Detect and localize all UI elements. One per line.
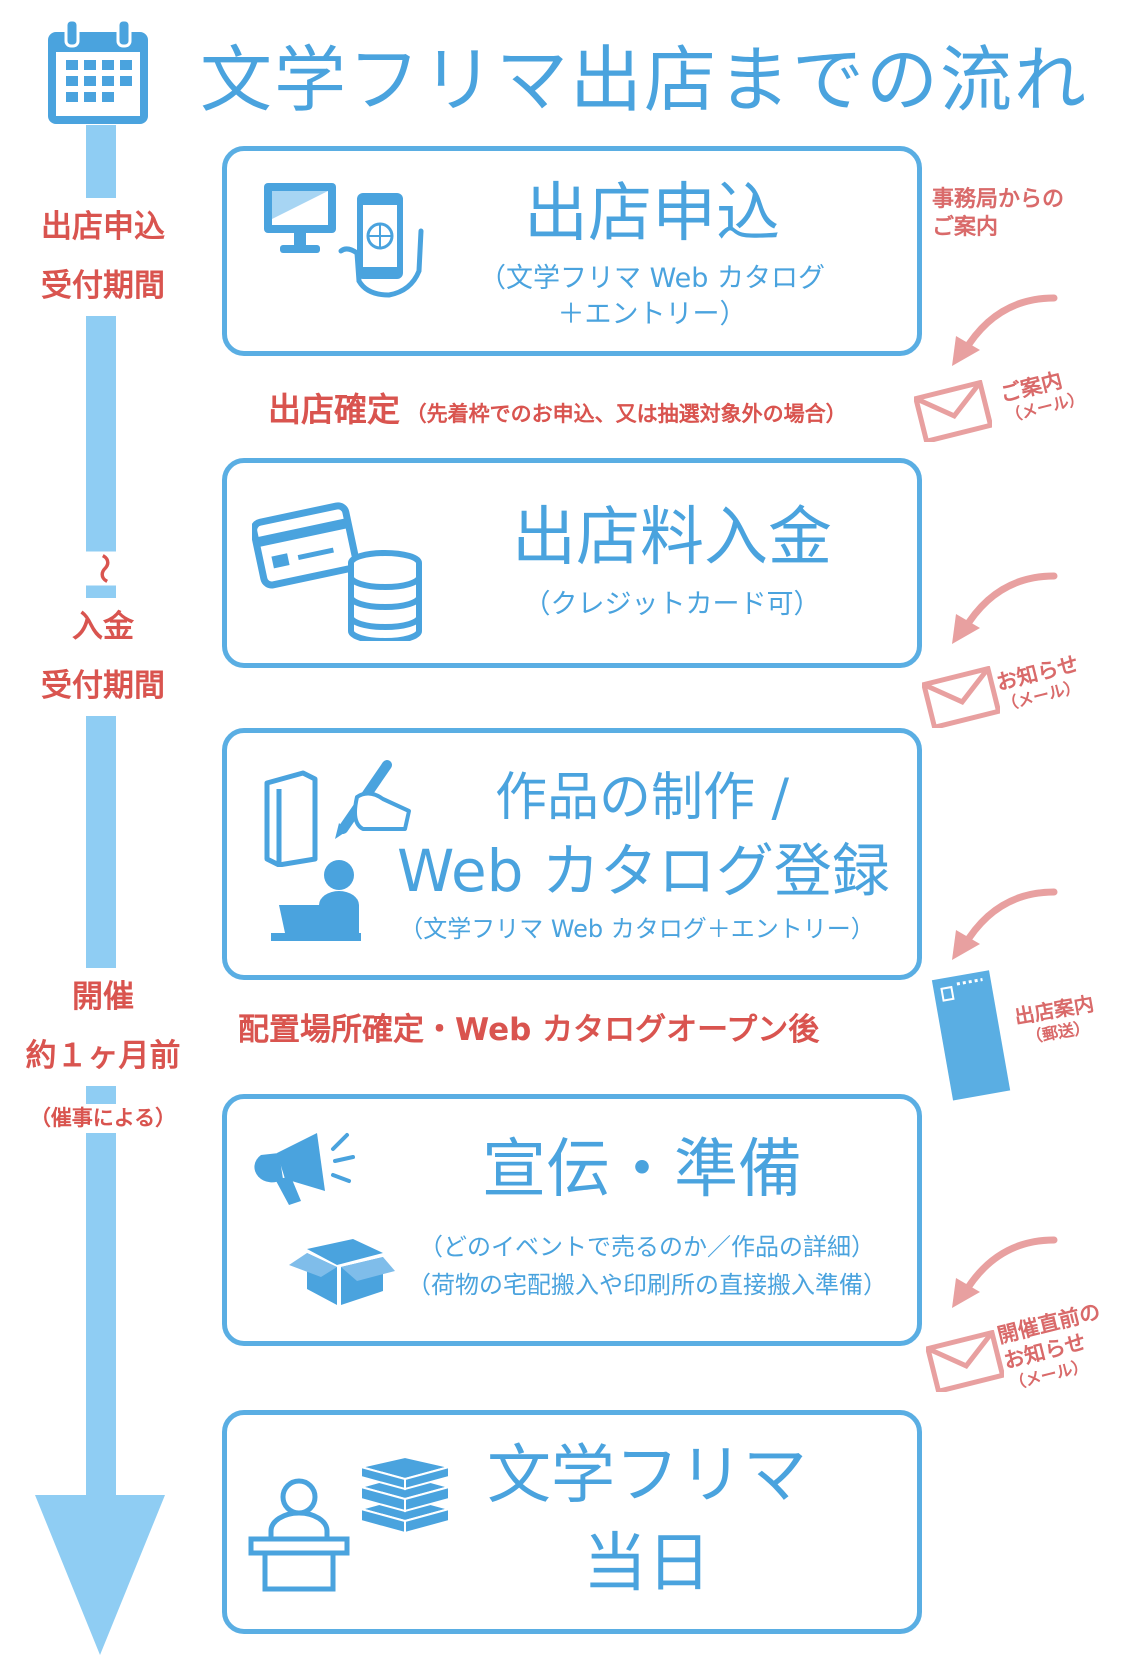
- step-title: 出店申込: [524, 177, 780, 251]
- book-icon: [264, 770, 318, 867]
- notice-guide-mail: ご案内 （メール）: [998, 363, 1087, 427]
- step-title: 出店料入金: [512, 501, 832, 575]
- milestone-placement: 配置場所確定・Web カタログオープン後: [238, 1004, 819, 1049]
- credit-card-icon: [252, 502, 360, 589]
- curved-arrow-icon: [952, 572, 1058, 644]
- timeline-period-application: 出店申込 受付期間: [18, 198, 188, 316]
- notice-postal: 出店案内 （郵送）: [1013, 991, 1100, 1049]
- step-promotion: 宣伝・準備 （どのイベントで売るのか／作品の詳細） （荷物の宅配搬入や印刷所の直…: [222, 1094, 922, 1346]
- timeline-arrow: [35, 125, 165, 1655]
- wave-dash: 〜: [74, 551, 132, 586]
- milestone-note: （先着枠でのお申込、又は抽選対象外の場合）: [405, 402, 847, 426]
- milestone-confirmed: 出店確定 （先着枠でのお申込、又は抽選対象外の場合）: [268, 383, 847, 431]
- step-title: Web カタログ登録: [397, 837, 890, 905]
- notice-text: ご案内: [932, 214, 999, 240]
- monitor-icon: [264, 183, 336, 253]
- page-title: 文学フリマ出店までの流れ: [200, 38, 1089, 122]
- notice-text: 事務局からの: [932, 187, 1065, 212]
- person-laptop-icon: [271, 860, 361, 941]
- book-stack-icon: [357, 1455, 453, 1535]
- timeline-note: （催事による）: [27, 1103, 179, 1134]
- step-title: 宣伝・準備: [482, 1133, 802, 1207]
- step-title: 作品の制作 /: [494, 768, 790, 828]
- step-subtitle: （文学フリマ Web カタログ: [478, 263, 826, 294]
- calendar-icon: [48, 18, 148, 124]
- notice-info-mail: お知らせ （メール）: [994, 651, 1086, 716]
- curved-arrow-icon: [952, 294, 1058, 366]
- box-icon: [289, 1239, 395, 1305]
- step-production: 作品の制作 / Web カタログ登録 （文学フリマ Web カタログ＋エントリー…: [222, 728, 922, 980]
- timeline-label: 開催: [68, 968, 138, 1027]
- curved-arrow-icon: [952, 888, 1058, 960]
- envelope-icon: [922, 666, 1000, 728]
- timeline-period-payment: 入金 受付期間: [18, 598, 188, 716]
- step-event-day: 文学フリマ 当日: [222, 1410, 922, 1634]
- timeline-label: 入金: [68, 598, 138, 657]
- postal-envelope-icon: [931, 970, 1011, 1101]
- step-payment: 出店料入金 （クレジットカード可）: [222, 458, 922, 668]
- curved-arrow-icon: [952, 1236, 1058, 1308]
- step-subtitle: （荷物の宅配搬入や印刷所の直接搬入準備）: [407, 1271, 887, 1299]
- megaphone-icon: [254, 1133, 355, 1205]
- envelope-icon: [926, 1330, 1004, 1392]
- milestone-label: 出店確定: [268, 390, 400, 429]
- smartphone-icon: [338, 193, 424, 298]
- step-subtitle: （文学フリマ Web カタログ＋エントリー）: [399, 915, 875, 943]
- coin-stack-icon: [348, 550, 422, 641]
- step-application: 出店申込 （文学フリマ Web カタログ ＋エントリー）: [222, 146, 922, 356]
- timeline-label: 受付期間: [37, 256, 169, 316]
- speaker-podium-icon: [248, 1478, 350, 1592]
- step-subtitle: （クレジットカード可）: [523, 589, 821, 620]
- milestone-label: 配置場所確定・Web カタログオープン後: [238, 1012, 820, 1048]
- step-title: 当日: [583, 1527, 711, 1601]
- timeline-label: 受付期間: [37, 656, 169, 716]
- notice-from-office: 事務局からの ご案内: [932, 186, 1064, 241]
- timeline-label: 出店申込: [37, 198, 169, 257]
- timeline-label: 約１ヶ月前: [21, 1026, 185, 1086]
- timeline-event-before: 開催 約１ヶ月前 （催事による）: [18, 968, 188, 1145]
- pen-hand-icon: [335, 760, 411, 839]
- step-subtitle: ＋エントリー）: [557, 299, 747, 330]
- timeline-wave: 〜: [18, 540, 188, 597]
- step-subtitle: （どのイベントで売るのか／作品の詳細）: [419, 1233, 875, 1261]
- step-title: 文学フリマ: [487, 1439, 807, 1513]
- envelope-icon: [914, 380, 992, 442]
